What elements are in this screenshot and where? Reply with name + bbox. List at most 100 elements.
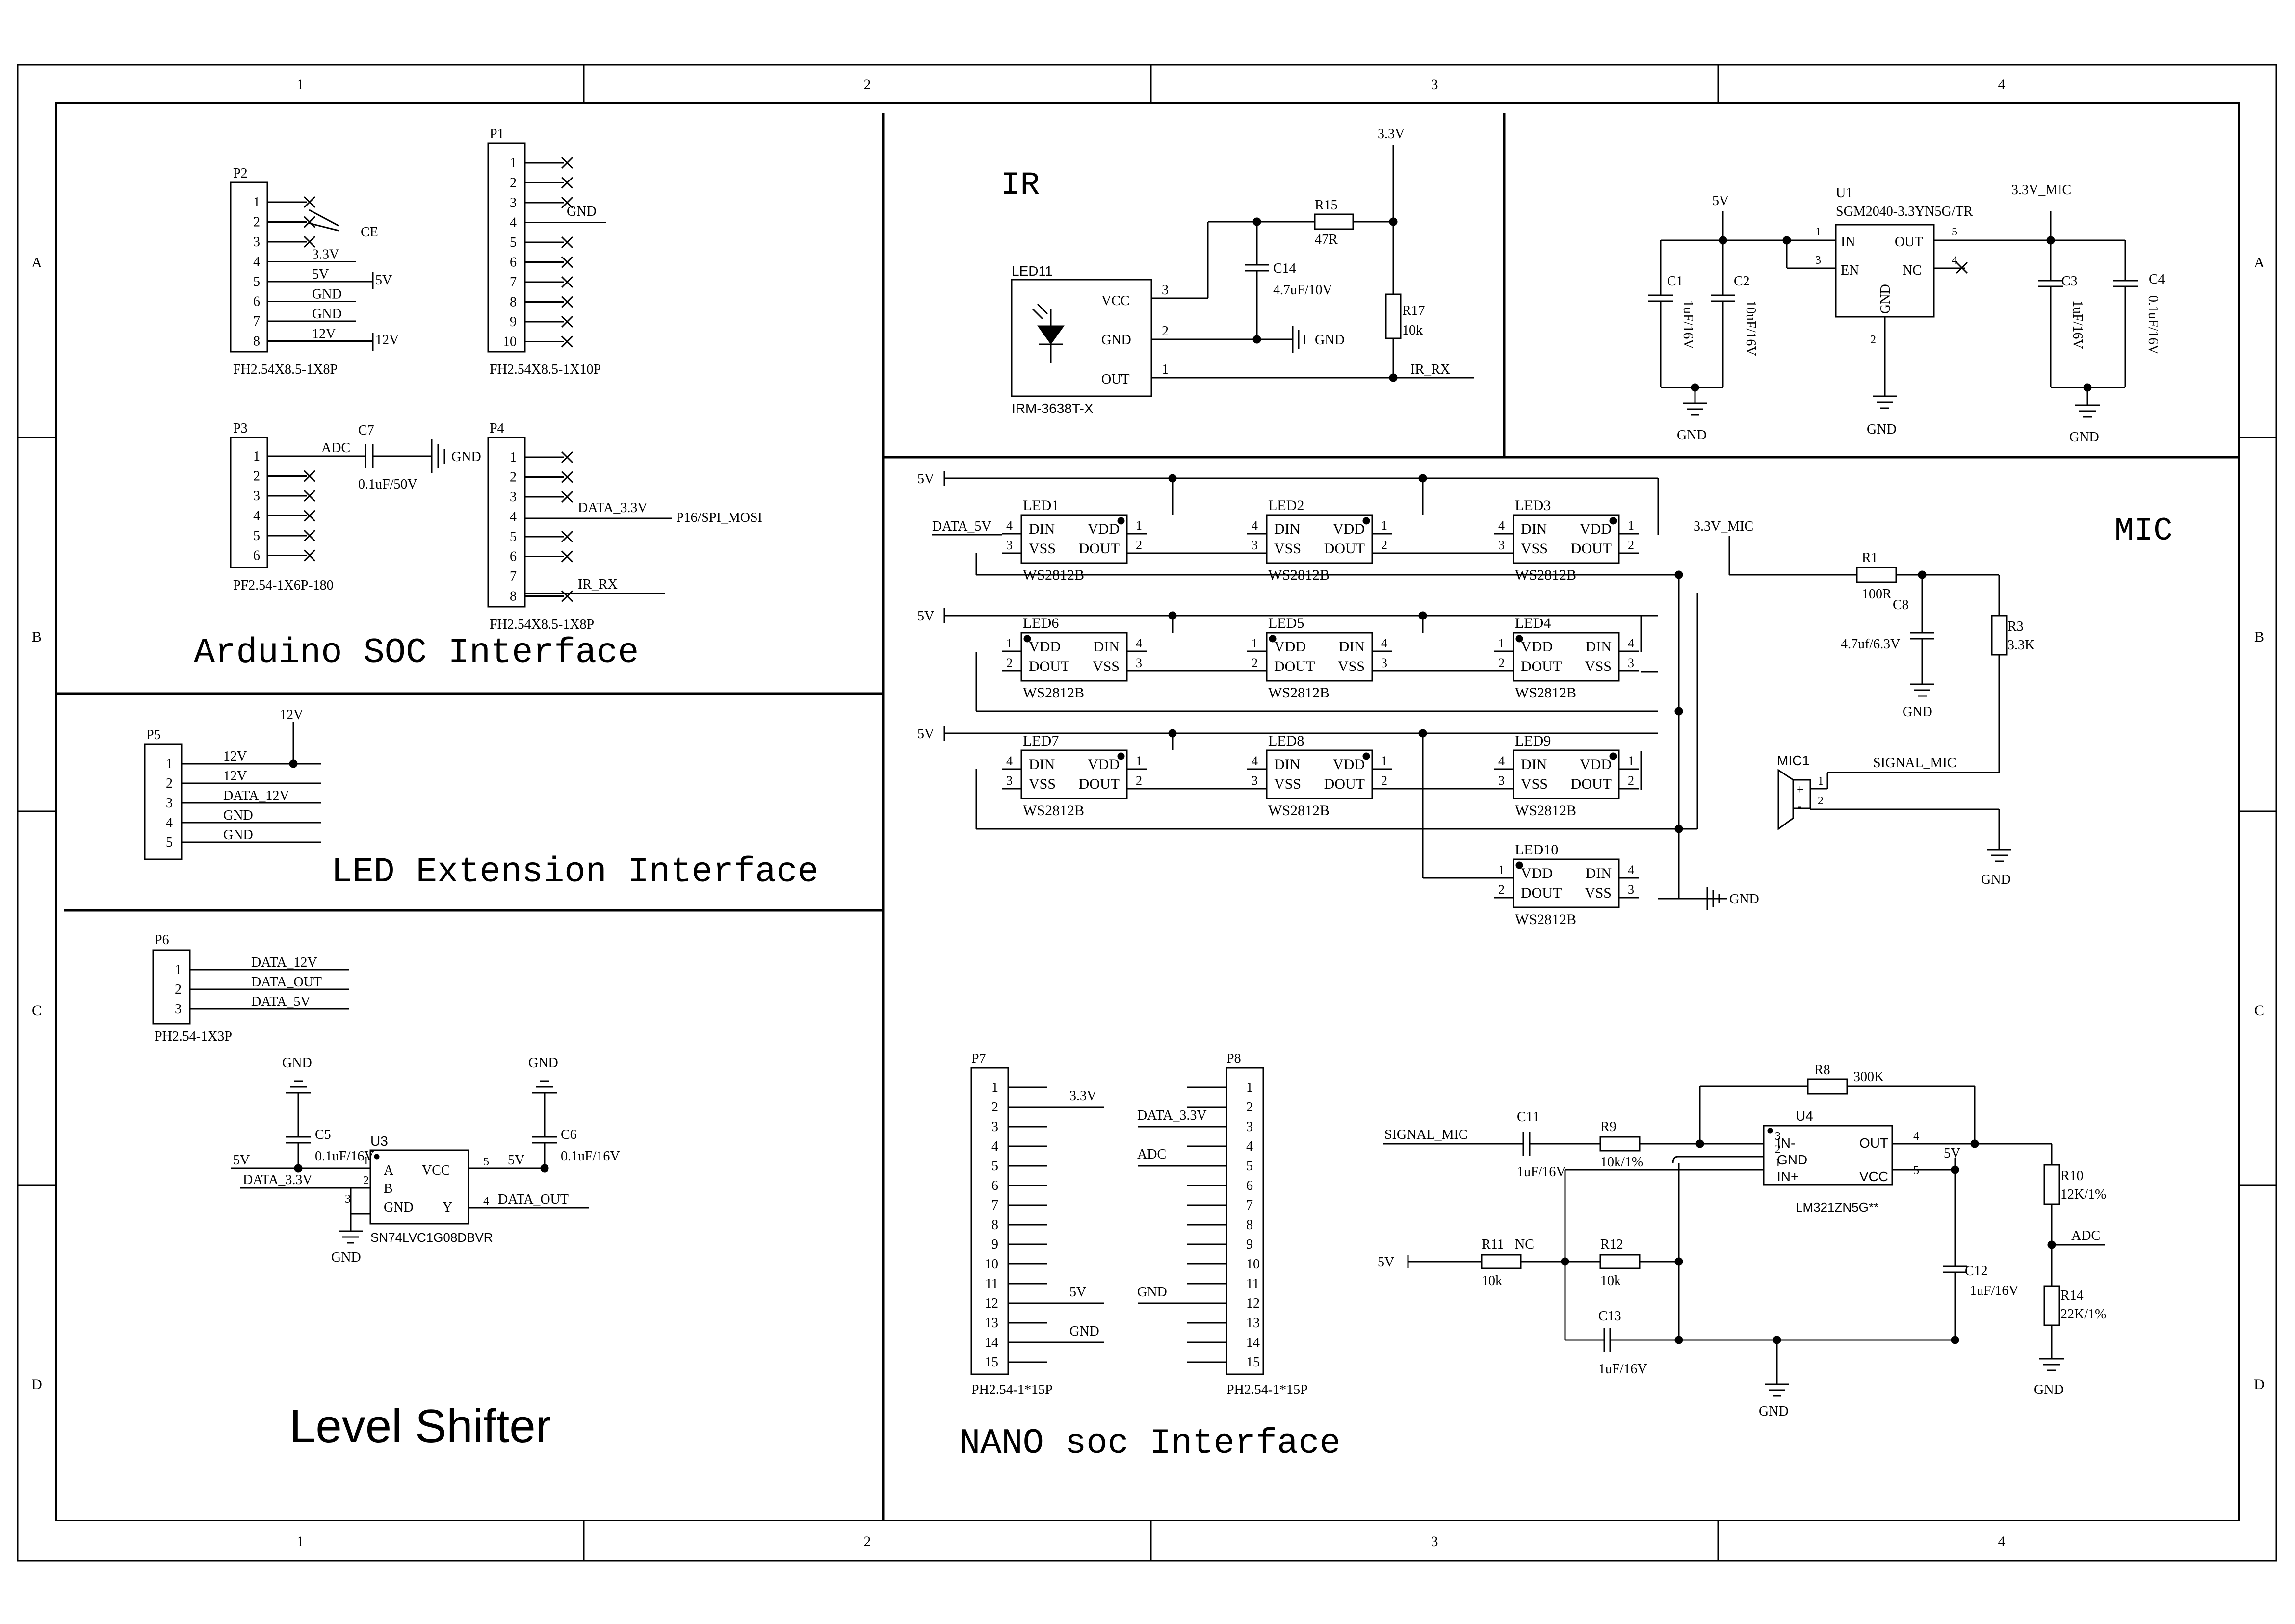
led-pin-vdd: VDD (1333, 521, 1365, 537)
no-connect-mark (561, 256, 574, 268)
p3-labels: P3 PF2.54-1X6P-180 ADC C7 0.1uF/50V GND … (233, 421, 481, 593)
no-connect-mark (303, 196, 316, 208)
c11-value: 1uF/16V (1517, 1164, 1566, 1180)
row-label: D (31, 1376, 42, 1392)
ir-pin-vcc: VCC (1101, 293, 1130, 309)
pin-number: 1 (510, 450, 517, 465)
pin-number: 3 (991, 1119, 998, 1134)
junction (1168, 474, 1177, 483)
pin-number: 2 (510, 470, 517, 485)
led-pin-num: 2 (1136, 538, 1142, 552)
led-part: WS2812B (1023, 685, 1084, 701)
r14-ref: R14 (2060, 1288, 2084, 1303)
pin-number: 12 (985, 1296, 998, 1311)
led-pin-num: 3 (1498, 773, 1505, 788)
reg-gnd-2: GND (1867, 422, 1897, 437)
p8-part: PH2.54-1*15P (1226, 1382, 1308, 1397)
pin-number: 10 (985, 1257, 998, 1272)
led-pin-din: DIN (1521, 521, 1547, 537)
c8-ref: C8 (1893, 597, 1909, 613)
p2-net-label: 3.3V (312, 247, 339, 262)
no-connect-mark (303, 529, 316, 542)
no-connect-mark (303, 549, 316, 562)
u3-part: SN74LVC1G08DBVR (370, 1230, 493, 1245)
r3-value: 3.3K (2008, 638, 2034, 653)
led-pin-num: 3 (1006, 773, 1013, 788)
led-ref: LED7 (1023, 733, 1059, 749)
title-nano: NANO soc Interface (959, 1423, 1341, 1464)
c5-value: 0.1uF/16V (315, 1149, 374, 1164)
pin-number: 2 (991, 1100, 998, 1115)
led-pin-num: 4 (1628, 863, 1634, 877)
p2-part: FH2.54X8.5-1X8P (233, 362, 338, 377)
p7-3v3: 3.3V (1069, 1088, 1096, 1104)
led-wiring (932, 471, 1727, 910)
led-pin-num: 3 (1498, 538, 1505, 552)
pin-number: 4 (253, 255, 260, 270)
led-pin-dout: DOUT (1571, 541, 1612, 557)
pin-number: 1 (253, 195, 260, 210)
u3-pin-a: A (384, 1163, 394, 1178)
no-connect-mark (561, 590, 574, 602)
pin-number: 5 (253, 274, 260, 289)
led-pin-din: DIN (1029, 756, 1055, 773)
p4-ref: P4 (490, 421, 504, 436)
pin-number: 6 (510, 255, 517, 270)
p2-net-label: 5V (312, 267, 329, 282)
led-ref: LED4 (1515, 615, 1551, 631)
pin-number: 9 (510, 314, 517, 330)
c1-ref: C1 (1667, 274, 1683, 289)
p6-net-label: DATA_12V (251, 955, 317, 970)
led-pin-num: 1 (1252, 636, 1258, 650)
led-pin-din: DIN (1274, 521, 1300, 537)
led-pin-num: 1 (1006, 636, 1013, 650)
p8-data: DATA_3.3V (1137, 1108, 1207, 1123)
led-pin-num: 3 (1136, 656, 1142, 670)
junction (1674, 707, 1683, 716)
frame-labels: 1 2 3 4 1 2 3 4 A B C D A B C D (31, 77, 2265, 1549)
led-pin-num: 3 (1628, 882, 1634, 897)
connector-p1 (487, 142, 606, 353)
c4-ref: C4 (2149, 272, 2165, 287)
pin-number: 9 (1246, 1237, 1253, 1252)
u4-pin-vcc: VCC (1859, 1169, 1888, 1184)
u1-p1: 1 (1815, 226, 1821, 238)
led-ref: LED3 (1515, 497, 1551, 514)
u4-p2: 2 (1775, 1143, 1781, 1156)
c7-gnd: GND (451, 449, 481, 464)
led-pin-vdd: VDD (1029, 639, 1061, 655)
p4-spi: P16/SPI_MOSI (676, 510, 762, 525)
u1-pin-nc: NC (1903, 263, 1922, 278)
level-shifter-u3 (231, 1080, 589, 1244)
led-ref: LED6 (1023, 615, 1059, 631)
connector-p6 (152, 949, 349, 1025)
led-pin-vdd: VDD (1333, 756, 1365, 773)
pin-number: 2 (510, 176, 517, 191)
ir-led-ref: LED11 (1012, 263, 1053, 279)
p7-part: PH2.54-1*15P (971, 1382, 1053, 1397)
r9-ref: R9 (1600, 1119, 1617, 1134)
no-connect-mark (561, 550, 574, 563)
p1-ref: P1 (490, 127, 504, 142)
mic-signal: SIGNAL_MIC (1873, 755, 1956, 771)
led-pin-num: 3 (1628, 656, 1634, 670)
amp-gnd-2: GND (2034, 1382, 2064, 1397)
title-mic: MIC (2114, 513, 2173, 549)
u1-p4: 4 (1952, 254, 1957, 267)
pin-number: 8 (1246, 1217, 1253, 1233)
c6-gnd: GND (528, 1056, 558, 1071)
r10-ref: R10 (2060, 1168, 2084, 1184)
led-ref: LED8 (1268, 733, 1304, 749)
mic-rail: 3.3V_MIC (1694, 519, 1753, 534)
p4-labels: P4 FH2.54X8.5-1X8P DATA_3.3V P16/SPI_MOS… (490, 421, 762, 632)
connector-p3 (230, 437, 445, 568)
no-connect-mark (561, 471, 574, 483)
mic-circuit (1728, 536, 2011, 862)
no-connect-mark (561, 276, 574, 288)
row-label: A (2254, 255, 2265, 271)
r10-value: 12K/1% (2060, 1187, 2106, 1202)
c12-value: 1uF/16V (1970, 1283, 2019, 1298)
u3-net-out: DATA_OUT (498, 1192, 569, 1207)
c3-ref: C3 (2061, 274, 2078, 289)
no-connect-mark (561, 451, 574, 464)
